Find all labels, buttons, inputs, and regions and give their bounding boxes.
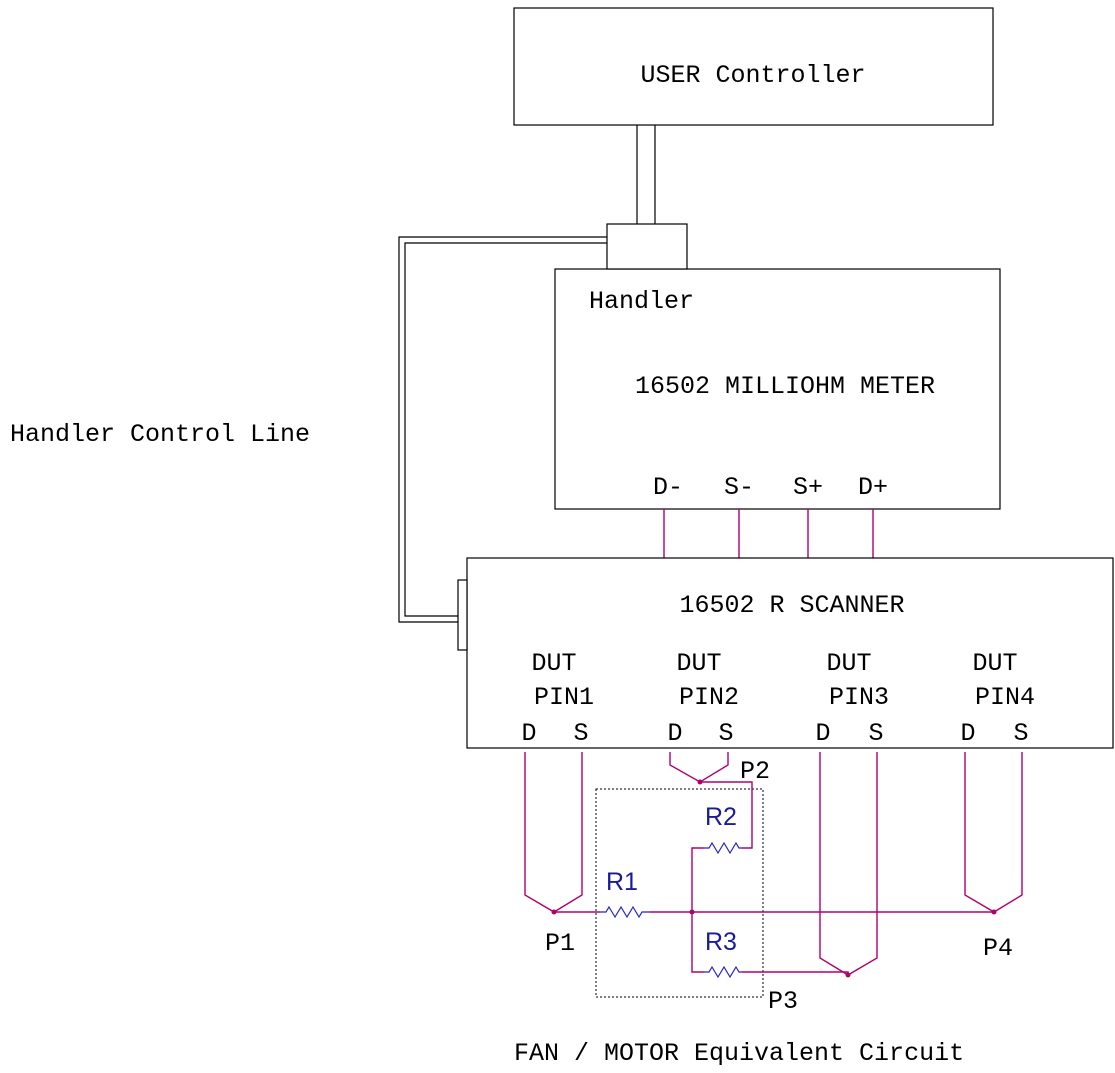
pin1-label: PIN1 bbox=[534, 683, 594, 712]
pin3-s-label: S bbox=[868, 719, 883, 748]
meter-scanner-leads bbox=[663, 509, 874, 558]
pin3-d-label: D bbox=[815, 719, 830, 748]
p2-label: P2 bbox=[740, 757, 770, 786]
p3-label: P3 bbox=[768, 987, 798, 1016]
handler-connector bbox=[606, 223, 688, 270]
user-controller-label: USER Controller bbox=[640, 61, 865, 90]
handler-control-line-label: Handler Control Line bbox=[10, 420, 310, 449]
center-node bbox=[689, 909, 695, 915]
milliohm-meter-box bbox=[554, 268, 1001, 510]
user-controller-box bbox=[513, 7, 994, 126]
pin2-d-label: D bbox=[667, 719, 682, 748]
r-scanner-box bbox=[466, 557, 1114, 749]
p3-node bbox=[845, 972, 851, 978]
p4-label: P4 bbox=[983, 934, 1013, 963]
scanner-handler-connector bbox=[457, 579, 468, 651]
pin3-label: PIN3 bbox=[829, 683, 889, 712]
r3-label: R3 bbox=[705, 928, 737, 956]
meter-terminal-s-minus: S- bbox=[724, 473, 754, 502]
pin2-dut-label: DUT bbox=[676, 649, 721, 678]
equivalent-circuit-box bbox=[595, 788, 764, 998]
dut-wiring bbox=[524, 752, 1023, 976]
r3-resistor bbox=[704, 965, 742, 979]
pin1-d-label: D bbox=[521, 719, 536, 748]
meter-terminal-d-minus: D- bbox=[653, 473, 683, 502]
pin4-s-label: S bbox=[1013, 719, 1028, 748]
pin3-dut-label: DUT bbox=[826, 649, 871, 678]
handler-control-cable bbox=[398, 236, 607, 623]
handler-label: Handler bbox=[589, 287, 694, 316]
meter-terminal-s-plus: S+ bbox=[793, 473, 823, 502]
r2-label: R2 bbox=[705, 803, 737, 831]
r-scanner-title: 16502 R SCANNER bbox=[679, 591, 904, 620]
r1-resistor bbox=[600, 905, 650, 919]
p2-node bbox=[697, 779, 703, 785]
r2-resistor bbox=[704, 841, 742, 855]
pin4-dut-label: DUT bbox=[972, 649, 1017, 678]
pin2-label: PIN2 bbox=[679, 683, 739, 712]
pin4-d-label: D bbox=[960, 719, 975, 748]
pin4-label: PIN4 bbox=[975, 683, 1035, 712]
meter-terminal-d-plus: D+ bbox=[858, 473, 888, 502]
pin2-s-label: S bbox=[718, 719, 733, 748]
pin1-dut-label: DUT bbox=[531, 649, 576, 678]
milliohm-meter-title: 16502 MILLIOHM METER bbox=[635, 372, 935, 401]
p4-node bbox=[991, 909, 997, 915]
controller-cable bbox=[636, 125, 656, 224]
p1-node bbox=[551, 909, 557, 915]
equivalent-circuit-title: FAN / MOTOR Equivalent Circuit bbox=[514, 1039, 964, 1068]
r1-label: R1 bbox=[606, 868, 638, 896]
p1-label: P1 bbox=[545, 929, 575, 958]
pin1-s-label: S bbox=[573, 719, 588, 748]
